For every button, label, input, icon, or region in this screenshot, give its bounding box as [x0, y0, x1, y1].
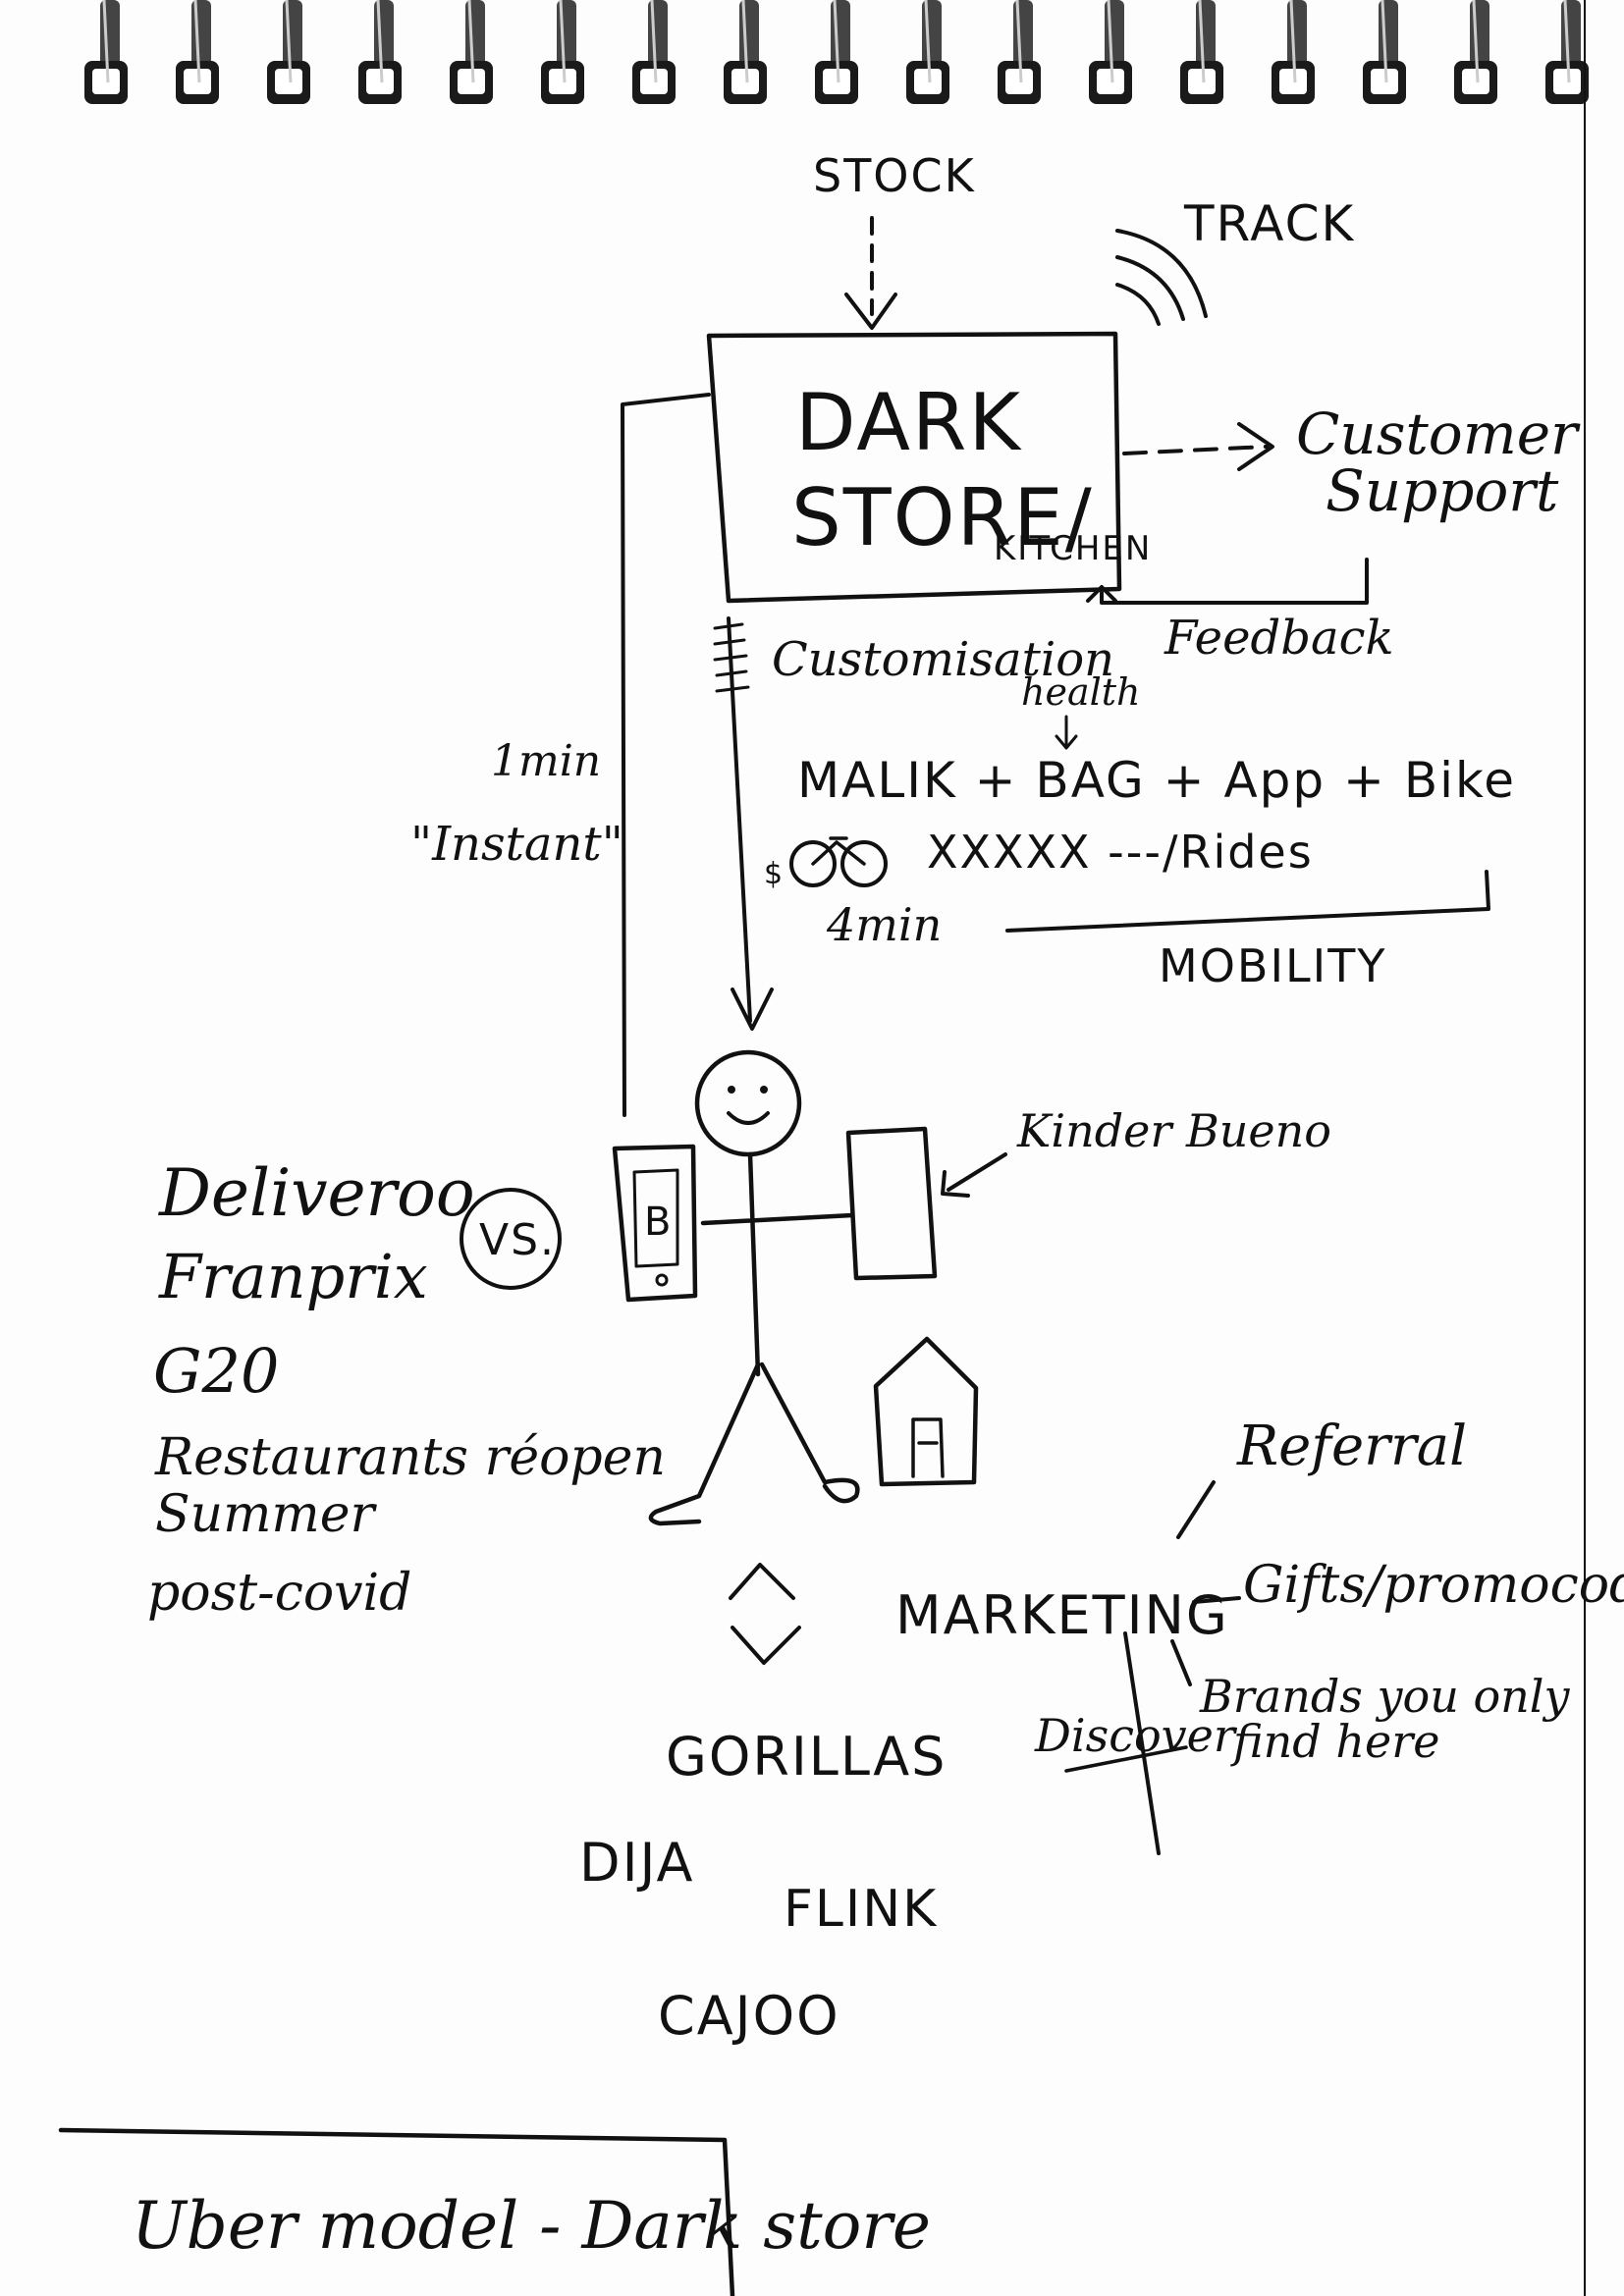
spiral-ring: [724, 0, 767, 104]
support-arrow: [1122, 445, 1269, 455]
competitor-1: Franprix: [158, 1241, 428, 1312]
spiral-ring: [906, 0, 949, 104]
track-label: TRACK: [1183, 195, 1355, 252]
spiral-ring: [1454, 0, 1497, 104]
referral-line: [1176, 1480, 1216, 1539]
support-arrow-head: [1237, 422, 1274, 471]
customisation-label: Customisation: [772, 632, 1114, 687]
player-2: FLINK: [784, 1880, 938, 1939]
competitor-2: G20: [153, 1335, 279, 1407]
customer-support-label-2: Support: [1326, 457, 1559, 524]
mobility-label: MOBILITY: [1159, 939, 1386, 992]
competitor-4: Summer: [155, 1485, 378, 1544]
delivery-arrow-head: [731, 988, 774, 1031]
dark-store-title-2: STORE/: [791, 472, 1094, 563]
instant-label: "Instant": [410, 817, 623, 872]
stock-label: STOCK: [813, 149, 976, 202]
spiral-ring: [1089, 0, 1132, 104]
discover-line: [1123, 1631, 1161, 1855]
brands-line: [1170, 1639, 1192, 1686]
spiral-ring: [358, 0, 402, 104]
kinder-package: [845, 1126, 938, 1281]
gifts-line: [1192, 1596, 1241, 1604]
player-1: DIJA: [579, 1832, 694, 1894]
brands-label-2: find here: [1230, 1715, 1439, 1768]
rides-row: XXXXX ---/Rides: [927, 826, 1314, 879]
spiral-binding: [84, 0, 1589, 104]
spiral-ring: [1363, 0, 1406, 104]
spiral-ring: [632, 0, 676, 104]
dark-store-box: [706, 331, 1122, 604]
feedback-arrow-head: [1086, 585, 1117, 603]
player-0: GORILLAS: [666, 1726, 947, 1788]
spiral-ring: [1272, 0, 1315, 104]
diamond-icon: [729, 1563, 801, 1665]
phone-letter: B: [644, 1200, 671, 1245]
formula-label: MALIK + BAG + App + Bike: [797, 752, 1516, 809]
feedback-label: Feedback: [1164, 611, 1394, 666]
kinder-arrow: [941, 1152, 1007, 1198]
spiral-ring: [998, 0, 1041, 104]
wifi-signal-icon: [1115, 229, 1208, 326]
phone-icon: B: [612, 1144, 698, 1303]
four-min-label: 4min: [826, 898, 942, 951]
instant-line: [621, 393, 711, 1117]
stock-arrow-head: [844, 293, 897, 330]
dark-store-title-1: DARK: [795, 377, 1023, 468]
house-icon: [873, 1336, 979, 1487]
spiral-ring: [541, 0, 584, 104]
customer-support-label-1: Customer: [1296, 400, 1581, 467]
kinder-label: Kinder Bueno: [1016, 1104, 1331, 1157]
spiral-ring: [450, 0, 493, 104]
vs-circle: [460, 1188, 562, 1290]
player-3: CAJOO: [658, 1985, 840, 2047]
competitor-3: Restaurants réopen: [154, 1428, 666, 1487]
spiral-ring: [84, 0, 128, 104]
competitor-5: post-covid: [147, 1564, 411, 1623]
kitchen-label: KITCHEN: [994, 529, 1152, 568]
discover-underline: [1064, 1745, 1188, 1773]
competitor-0: Deliveroo: [158, 1155, 475, 1231]
gifts-label: Gifts/promocode: [1243, 1556, 1624, 1615]
footer-title: Uber model - Dark store: [132, 2188, 931, 2264]
mobility-bracket: [1005, 870, 1490, 933]
referral-label: Referral: [1236, 1415, 1467, 1478]
spiral-ring: [267, 0, 310, 104]
money-sign: $: [764, 857, 783, 891]
spiral-ring: [815, 0, 858, 104]
footer-box: [58, 2127, 735, 2296]
stick-figure-icon: [648, 1049, 860, 1526]
discover-label: Discover: [1034, 1709, 1238, 1762]
spiral-ring: [1545, 0, 1589, 104]
health-arrow: [1055, 715, 1078, 750]
spiral-ring: [176, 0, 219, 104]
feedback-line: [1100, 558, 1369, 605]
delivery-arrow: [727, 616, 752, 1023]
marketing-label: MARKETING: [895, 1584, 1229, 1646]
brands-label-1: Brands you only: [1199, 1670, 1570, 1723]
health-label: health: [1021, 670, 1141, 714]
vs-label: VS.: [479, 1215, 556, 1265]
one-min-label: 1min: [491, 736, 601, 786]
customisation-hatch: [713, 622, 750, 693]
spiral-ring: [1180, 0, 1223, 104]
bike-icon: [789, 836, 888, 887]
